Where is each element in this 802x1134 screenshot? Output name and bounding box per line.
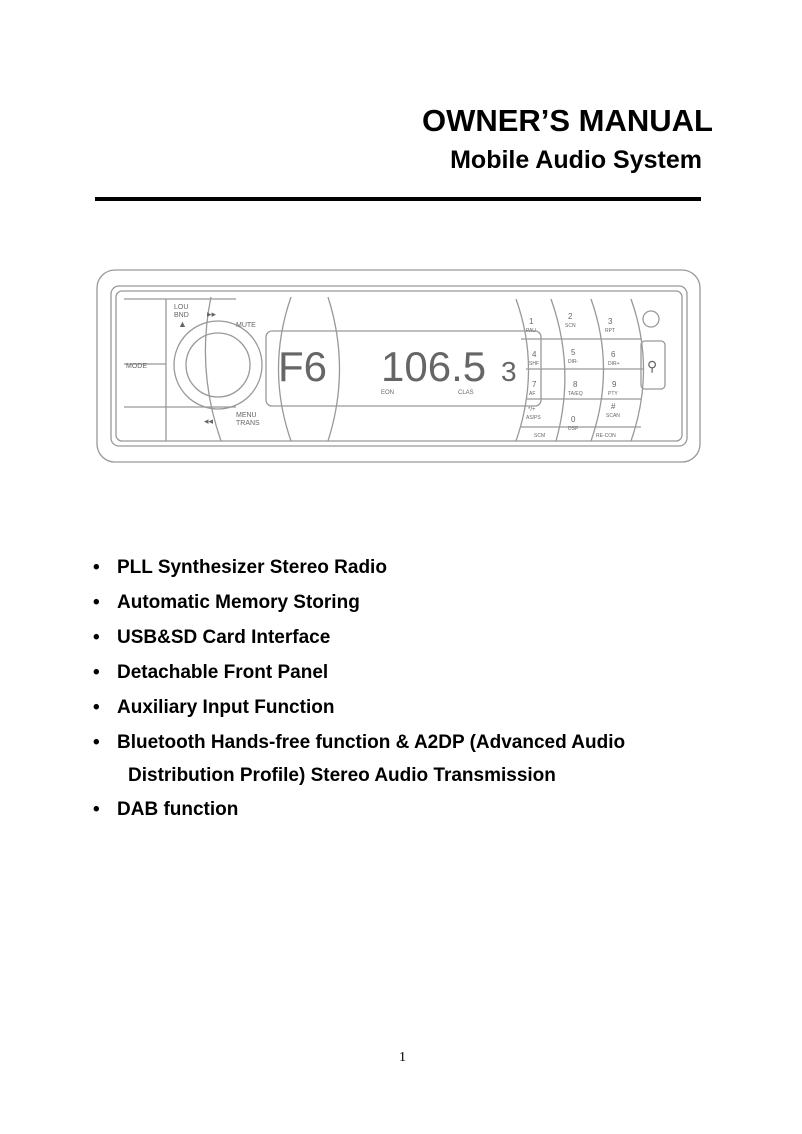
display-indicator-eon: EON <box>381 390 394 396</box>
svg-text:AS/PS: AS/PS <box>526 415 541 421</box>
key-7: 7 <box>532 380 537 389</box>
scm-label: SCM <box>534 433 545 439</box>
feature-item: •USB&SD Card Interface <box>93 627 331 648</box>
key-2: 2 <box>568 312 573 321</box>
display-band: F6 <box>278 343 327 390</box>
svg-text:DIR-: DIR- <box>568 359 579 365</box>
volume-knob <box>185 332 251 398</box>
svg-text:PAU: PAU <box>526 328 536 334</box>
key-0: 0 <box>571 415 576 424</box>
key-6: 6 <box>611 350 616 359</box>
key-9: 9 <box>612 380 617 389</box>
svg-text:DIR+: DIR+ <box>608 361 620 367</box>
panel-outer-frame <box>96 269 701 463</box>
bullet: • <box>93 732 100 753</box>
bullet: • <box>93 799 100 820</box>
key-4: 4 <box>532 350 537 359</box>
bullet: • <box>93 697 100 718</box>
svg-text:AF: AF <box>529 391 535 397</box>
bullet: • <box>93 592 100 613</box>
key-5: 5 <box>571 348 576 357</box>
svg-text:SCAN: SCAN <box>606 413 620 419</box>
bnd-label: BND <box>174 312 189 319</box>
aux-jack <box>642 310 660 328</box>
display-frequency: 106.5 <box>381 343 486 390</box>
eject-icon: ▲ <box>178 319 187 329</box>
menu-label: MENU <box>236 412 257 419</box>
bullet: • <box>93 662 100 683</box>
key-star: */+ <box>528 407 536 413</box>
svg-text:PTY: PTY <box>608 391 618 397</box>
usb-icon: ⚲ <box>647 358 657 374</box>
key-8: 8 <box>573 380 578 389</box>
display-preset: 3 <box>501 356 517 387</box>
feature-item: •Bluetooth Hands-free function & A2DP (A… <box>93 732 626 786</box>
svg-text:DSP: DSP <box>568 426 579 432</box>
feature-item: •DAB function <box>93 799 239 820</box>
bullet: • <box>93 627 100 648</box>
display-indicator-clas: CLAS <box>458 390 474 396</box>
svg-text:SCN: SCN <box>565 323 576 329</box>
document-subtitle: Mobile Audio System <box>450 146 702 174</box>
car-stereo-front-panel-illustration: ▲ LOU BND ▸▸ MUTE MODE ◂◂ MENU TRANS F6 … <box>96 269 701 463</box>
feature-item: •Auxiliary Input Function <box>93 697 335 718</box>
svg-text:RPT: RPT <box>605 328 615 334</box>
key-3: 3 <box>608 317 613 326</box>
recon-label: RE-CON <box>596 433 616 439</box>
usb-port <box>640 340 666 390</box>
mute-label: MUTE <box>236 322 256 329</box>
page-number: 1 <box>399 1050 406 1065</box>
feature-item: •PLL Synthesizer Stereo Radio <box>93 557 387 578</box>
next-icon: ▸▸ <box>207 309 217 319</box>
lou-label: LOU <box>174 304 188 311</box>
svg-text:SHF: SHF <box>529 361 539 367</box>
document-title: OWNER’S MANUAL <box>421 103 713 138</box>
svg-text:TA/EQ: TA/EQ <box>568 391 583 397</box>
prev-icon: ◂◂ <box>204 416 214 426</box>
title-divider <box>95 197 701 201</box>
feature-item: •Automatic Memory Storing <box>93 592 360 613</box>
mode-label: MODE <box>126 363 147 370</box>
trans-label: TRANS <box>236 420 260 427</box>
bullet: • <box>93 557 100 578</box>
key-1: 1 <box>529 317 534 326</box>
feature-list: •PLL Synthesizer Stereo Radio •Automatic… <box>93 556 677 833</box>
feature-item: •Detachable Front Panel <box>93 662 329 683</box>
key-hash: # <box>611 402 616 411</box>
panel-inner-frame <box>110 285 688 447</box>
volume-knob-ring <box>173 320 263 410</box>
